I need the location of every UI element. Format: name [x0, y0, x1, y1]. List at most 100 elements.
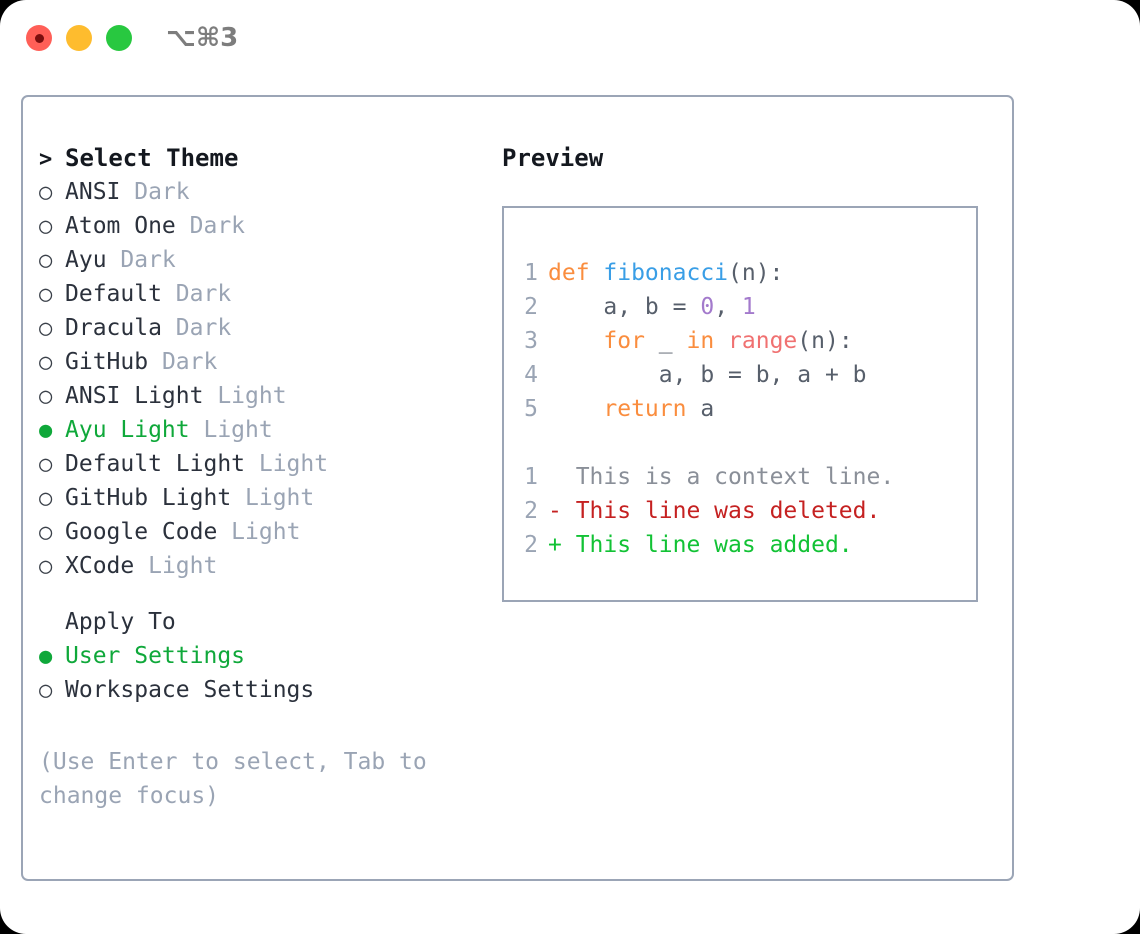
diff-text: This is a context line.: [561, 464, 895, 490]
apply-to-option-label: Workspace Settings: [65, 677, 315, 703]
code-token-plain: a, b = b, a + b: [548, 362, 867, 388]
theme-option-kind: Light: [203, 383, 287, 409]
theme-option-kind: Dark: [120, 179, 190, 205]
code-token-kw: in: [686, 328, 715, 354]
radio-unselected-icon: ○: [39, 486, 53, 511]
apply-to-options-container: ●User Settings ○ Workspace Settings: [39, 639, 469, 707]
theme-option-ansi-light[interactable]: ○ ANSI Light Light: [39, 379, 469, 413]
code-line: 5 return a: [518, 392, 976, 426]
code-token-plain: (n):: [728, 260, 784, 286]
theme-option-name: Default Light: [65, 451, 246, 477]
code-token-plain: [548, 396, 603, 422]
line-number: 1: [524, 260, 538, 286]
panel-body: > Select Theme ○ ANSI Dark ○ Atom One Dark ○ A…: [23, 97, 1012, 879]
code-line: 2 a, b = 0, 1: [518, 290, 976, 324]
theme-option-dracula[interactable]: ○Dracula Dark: [39, 311, 469, 345]
theme-option-name: ANSI: [65, 179, 121, 205]
line-number: 1: [524, 464, 538, 490]
theme-option-kind: Light: [134, 553, 218, 579]
theme-option-name: XCode: [65, 553, 135, 579]
theme-option-default-light[interactable]: ○ Default Light Light: [39, 447, 469, 481]
radio-unselected-icon: ○: [39, 384, 53, 409]
radio-unselected-icon: ○: [39, 520, 53, 545]
apply-to-label: Apply To: [65, 609, 176, 635]
code-token-num: 1: [741, 294, 756, 320]
theme-picker-panel: > Select Theme ○ ANSI Dark ○ Atom One Dark ○ A…: [21, 95, 1014, 881]
code-token-num: 0: [700, 294, 715, 320]
radio-unselected-icon: ○: [39, 180, 53, 205]
code-token-plain: (n):: [797, 328, 853, 354]
theme-option-ayu-light[interactable]: ● Ayu Light Light: [39, 413, 469, 447]
line-number: 2: [524, 498, 538, 524]
theme-option-atom-one[interactable]: ○ Atom One Dark: [39, 209, 469, 243]
theme-option-kind: Light: [189, 417, 273, 443]
theme-option-default[interactable]: ○ Default Dark: [39, 277, 469, 311]
theme-options-container: ○ ANSI Dark ○ Atom One Dark ○ Ayu Dark ○ Defaul…: [39, 175, 469, 583]
radio-unselected-icon: ○: [39, 350, 53, 375]
theme-option-kind: Dark: [161, 281, 232, 307]
theme-option-name: Default: [65, 281, 162, 307]
theme-option-name: ANSI Light: [65, 383, 204, 409]
line-number: 3: [524, 328, 538, 354]
diff-line-add: 2+ This line was added.: [518, 528, 976, 562]
theme-option-kind: Light: [245, 451, 329, 477]
line-number: 2: [524, 294, 538, 320]
radio-unselected-icon: ○: [39, 316, 53, 341]
apply-to-title: Apply To: [39, 605, 469, 639]
code-line: 3 for _ in range(n):: [518, 324, 976, 358]
diff-text: This line was deleted.: [561, 498, 881, 524]
maximize-window-icon[interactable]: [106, 25, 132, 51]
spacer-icon: [39, 606, 65, 640]
radio-unselected-icon: ○: [39, 678, 53, 703]
code-token-plain: [548, 328, 603, 354]
diff-line-del: 2- This line was deleted.: [518, 494, 976, 528]
radio-unselected-icon: ○: [39, 554, 53, 579]
code-token-builtin: range: [728, 328, 798, 354]
diff-sign: +: [548, 532, 562, 558]
theme-option-name: Ayu: [65, 247, 107, 273]
minimize-window-icon[interactable]: [66, 25, 92, 51]
prompt-caret-icon: >: [39, 147, 53, 172]
keyboard-shortcut-label: ⌥⌘3: [166, 23, 239, 53]
theme-option-kind: Light: [217, 519, 301, 545]
theme-option-xcode[interactable]: ○ XCode Light: [39, 549, 469, 583]
code-token-kw: return: [603, 396, 687, 422]
diff-sign: [548, 464, 562, 490]
theme-option-github[interactable]: ○GitHub Dark: [39, 345, 469, 379]
theme-option-name: Google Code: [65, 519, 218, 545]
theme-option-name: GitHub Light: [65, 485, 232, 511]
close-window-icon[interactable]: [26, 25, 52, 51]
code-token-plain: a, b =: [548, 294, 701, 320]
code-diff-separator: [518, 426, 976, 460]
theme-option-kind: Dark: [175, 213, 246, 239]
theme-option-name: Ayu Light: [65, 417, 190, 443]
line-number: 2: [524, 532, 538, 558]
radio-unselected-icon: ○: [39, 452, 53, 477]
line-number: 4: [524, 362, 538, 388]
page-title: Select Theme: [65, 144, 239, 172]
radio-unselected-icon: ○: [39, 282, 53, 307]
theme-option-ayu[interactable]: ○ Ayu Dark: [39, 243, 469, 277]
theme-option-ansi[interactable]: ○ ANSI Dark: [39, 175, 469, 209]
apply-to-option-user-settings[interactable]: ●User Settings: [39, 639, 469, 673]
window-titlebar: ⌥⌘3: [0, 0, 1140, 76]
radio-unselected-icon: ○: [39, 248, 53, 273]
theme-option-kind: Dark: [161, 315, 232, 341]
theme-option-google-code[interactable]: ○ Google Code Light: [39, 515, 469, 549]
code-token-plain: a: [686, 396, 715, 422]
apply-to-option-label: User Settings: [65, 643, 246, 669]
apply-to-option-workspace-settings[interactable]: ○ Workspace Settings: [39, 673, 469, 707]
theme-option-github-light[interactable]: ○GitHub Light Light: [39, 481, 469, 515]
line-number: 5: [524, 396, 538, 422]
theme-option-name: Atom One: [65, 213, 176, 239]
radio-unselected-icon: ○: [39, 214, 53, 239]
code-token-kw: def: [548, 260, 604, 286]
radio-selected-icon: ●: [39, 418, 53, 443]
theme-option-kind: Dark: [106, 247, 176, 273]
code-token-plain: ,: [714, 294, 742, 320]
theme-option-kind: Dark: [148, 349, 218, 375]
keyboard-hint-text: (Use Enter to select, Tab to change focu…: [39, 749, 427, 809]
